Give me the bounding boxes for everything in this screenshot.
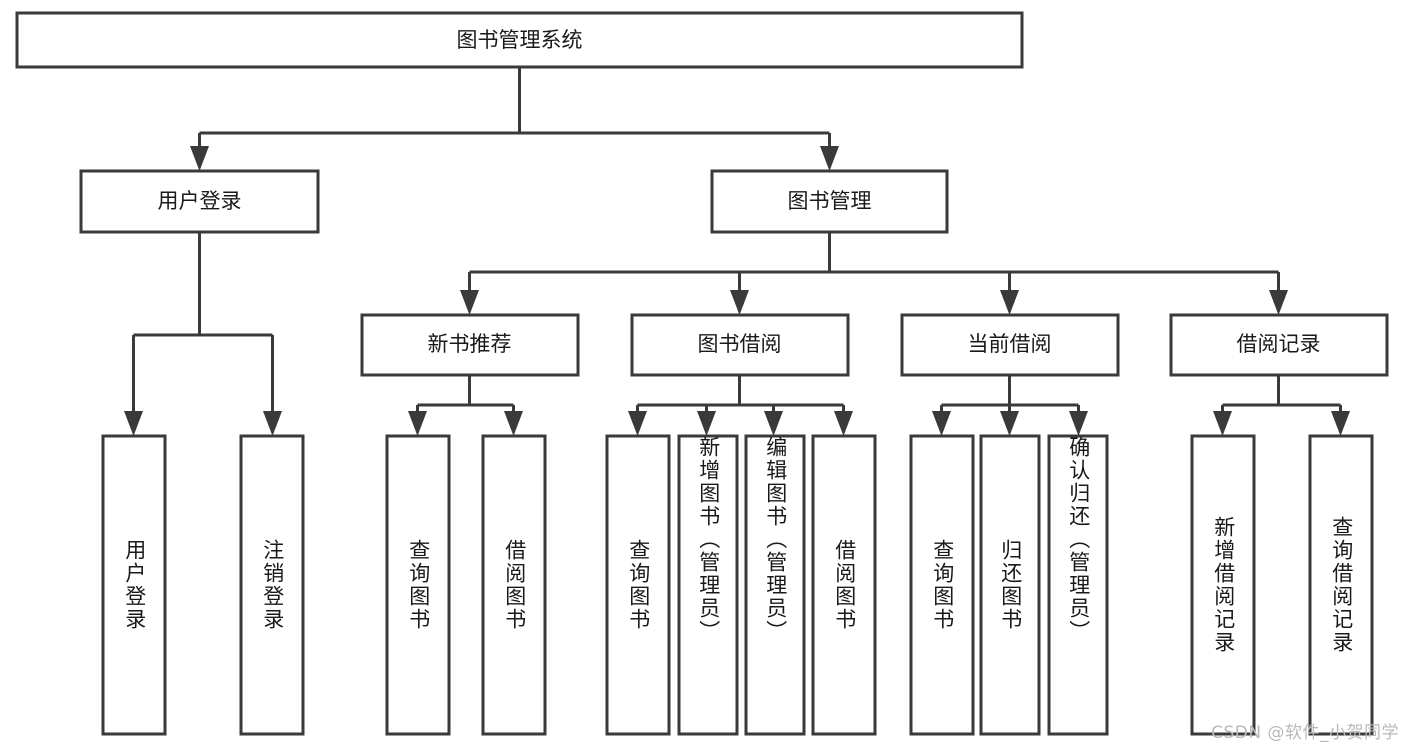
arrowhead-to-current-borrow: [1000, 290, 1019, 315]
arrowhead-to-borrow-record: [1269, 290, 1288, 315]
leaf-box-cur-confirm-return[interactable]: [1047, 434, 1109, 736]
leaf-box-record-add[interactable]: [1190, 434, 1256, 736]
arrowhead-to-new-book-rec: [460, 290, 479, 315]
node-book-mgmt[interactable]: 图书管理: [710, 169, 949, 234]
arrowhead-rec-to-leaf2: [504, 411, 523, 436]
arrowhead-root-to-user-login: [190, 146, 209, 171]
node-book-borrow-box[interactable]: [630, 313, 850, 377]
arrowhead-borrow-to-leaf1: [628, 411, 647, 436]
node-book-mgmt-box[interactable]: [710, 169, 949, 234]
node-user-login-label: 用户登录: [158, 189, 242, 213]
node-borrow-record[interactable]: 借阅记录: [1169, 313, 1389, 377]
node-root-box[interactable]: [15, 11, 1024, 69]
arrowhead-rec-to-leaf1: [408, 411, 427, 436]
leaf-box-cur-query-book[interactable]: [909, 434, 975, 736]
node-borrow-record-label: 借阅记录: [1237, 332, 1321, 356]
leaf-box-rec-query-book[interactable]: [385, 434, 451, 736]
leaf-box-borrow-add-book[interactable]: [677, 434, 739, 736]
arrowhead-record-to-leaf1: [1213, 411, 1232, 436]
node-user-login-box[interactable]: [79, 169, 320, 234]
node-root-label: 图书管理系统: [457, 28, 583, 52]
node-book-borrow-label: 图书借阅: [698, 332, 782, 356]
leaf-box-borrow-edit-book[interactable]: [744, 434, 806, 736]
node-root[interactable]: 图书管理系统: [15, 11, 1024, 69]
arrowhead-borrow-to-leaf4: [834, 411, 853, 436]
leaf-box-borrow-lend-book[interactable]: [811, 434, 877, 736]
connector-group: [124, 67, 1350, 436]
leaf-box-rec-borrow-book[interactable]: [481, 434, 547, 736]
node-book-mgmt-label: 图书管理: [788, 189, 872, 213]
arrowhead-cur-to-leaf3: [1069, 411, 1088, 436]
node-user-login[interactable]: 用户登录: [79, 169, 320, 234]
node-borrow-record-box[interactable]: [1169, 313, 1389, 377]
node-current-borrow-box[interactable]: [900, 313, 1120, 377]
arrowhead-root-to-book-mgmt: [820, 146, 839, 171]
arrowhead-record-to-leaf2: [1331, 411, 1350, 436]
arrowhead-user-login-to-leaf2: [263, 411, 282, 436]
node-current-borrow[interactable]: 当前借阅: [900, 313, 1120, 377]
arrowhead-to-book-borrow: [730, 290, 749, 315]
leaf-box-user-logout[interactable]: [239, 434, 305, 736]
leaf-box-cur-return-book[interactable]: [979, 434, 1041, 736]
leaf-box-borrow-query-book[interactable]: [605, 434, 671, 736]
node-current-borrow-label: 当前借阅: [968, 332, 1052, 356]
arrowhead-cur-to-leaf2: [1000, 411, 1019, 436]
arrowhead-borrow-to-leaf3: [764, 411, 783, 436]
node-new-book-rec-label: 新书推荐: [428, 332, 512, 356]
leaf-box-user-login[interactable]: [101, 434, 167, 736]
node-new-book-rec[interactable]: 新书推荐: [360, 313, 580, 377]
arrowhead-borrow-to-leaf2: [697, 411, 716, 436]
node-new-book-rec-box[interactable]: [360, 313, 580, 377]
arrowhead-user-login-to-leaf1: [124, 411, 143, 436]
arrowhead-cur-to-leaf1: [932, 411, 951, 436]
leaf-box-record-query[interactable]: [1308, 434, 1374, 736]
node-book-borrow[interactable]: 图书借阅: [630, 313, 850, 377]
